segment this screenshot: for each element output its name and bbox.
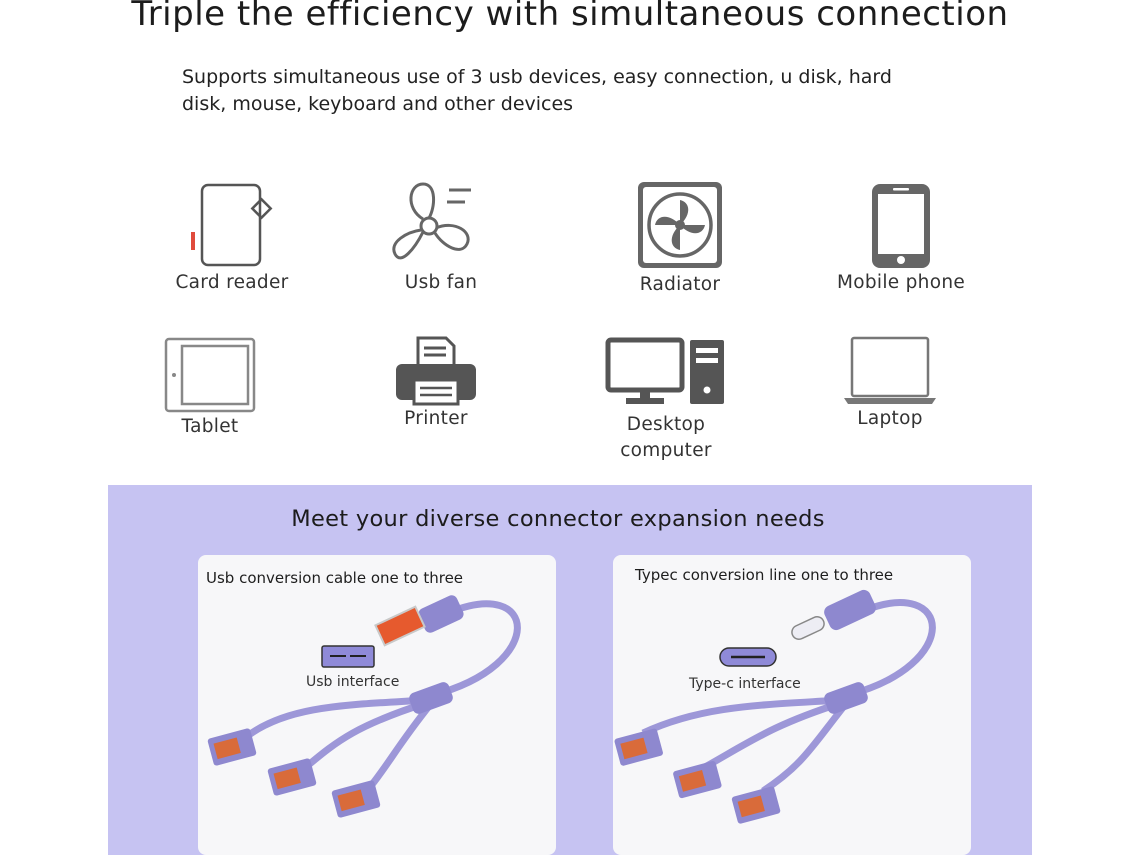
usb-cable-card: Usb conversion cable one to three Usb in… bbox=[198, 555, 556, 855]
device-label: Desktop computer bbox=[620, 414, 712, 461]
device-desktop-computer: Desktop computer bbox=[566, 336, 766, 464]
card-caption: Usb conversion cable one to three bbox=[206, 569, 464, 587]
device-label: Usb fan bbox=[404, 272, 478, 293]
device-card-reader: Card reader bbox=[132, 180, 332, 296]
device-label: Mobile phone bbox=[836, 272, 966, 293]
card-caption: Typec conversion line one to three bbox=[635, 566, 894, 584]
device-label: Laptop bbox=[857, 408, 923, 429]
page-title: Triple the efficiency with simultaneous … bbox=[131, 0, 1009, 34]
device-label: Card reader bbox=[175, 272, 289, 293]
usb-splitter-cable-image bbox=[207, 595, 521, 818]
device-laptop: Laptop bbox=[790, 336, 990, 432]
interface-label: Type-c interface bbox=[689, 676, 801, 692]
device-radiator: Radiator bbox=[580, 180, 780, 298]
device-label: Printer bbox=[404, 408, 468, 429]
device-printer: Printer bbox=[336, 336, 536, 432]
printer-icon bbox=[396, 336, 476, 406]
expansion-section: Meet your diverse connector expansion ne… bbox=[108, 485, 1032, 855]
mobile-phone-icon bbox=[872, 184, 930, 268]
expansion-title: Meet your diverse connector expansion ne… bbox=[291, 506, 825, 532]
laptop-icon bbox=[844, 336, 936, 404]
typec-splitter-cable-image bbox=[614, 589, 936, 824]
device-label: Radiator bbox=[639, 274, 721, 295]
desktop-computer-icon bbox=[605, 337, 724, 404]
device-usb-fan: Usb fan bbox=[341, 178, 541, 296]
radiator-icon bbox=[638, 182, 722, 268]
device-mobile-phone: Mobile phone bbox=[801, 180, 1001, 296]
typec-cable-card: Typec conversion line one to three Type-… bbox=[613, 555, 971, 855]
page-subtitle: Supports simultaneous use of 3 usb devic… bbox=[182, 66, 892, 115]
device-tablet: Tablet bbox=[110, 336, 310, 440]
device-label: Tablet bbox=[181, 416, 239, 437]
interface-label: Usb interface bbox=[306, 674, 400, 690]
usb-fan-icon bbox=[392, 182, 471, 260]
card-reader-icon bbox=[191, 183, 273, 267]
tablet-icon bbox=[164, 337, 256, 413]
